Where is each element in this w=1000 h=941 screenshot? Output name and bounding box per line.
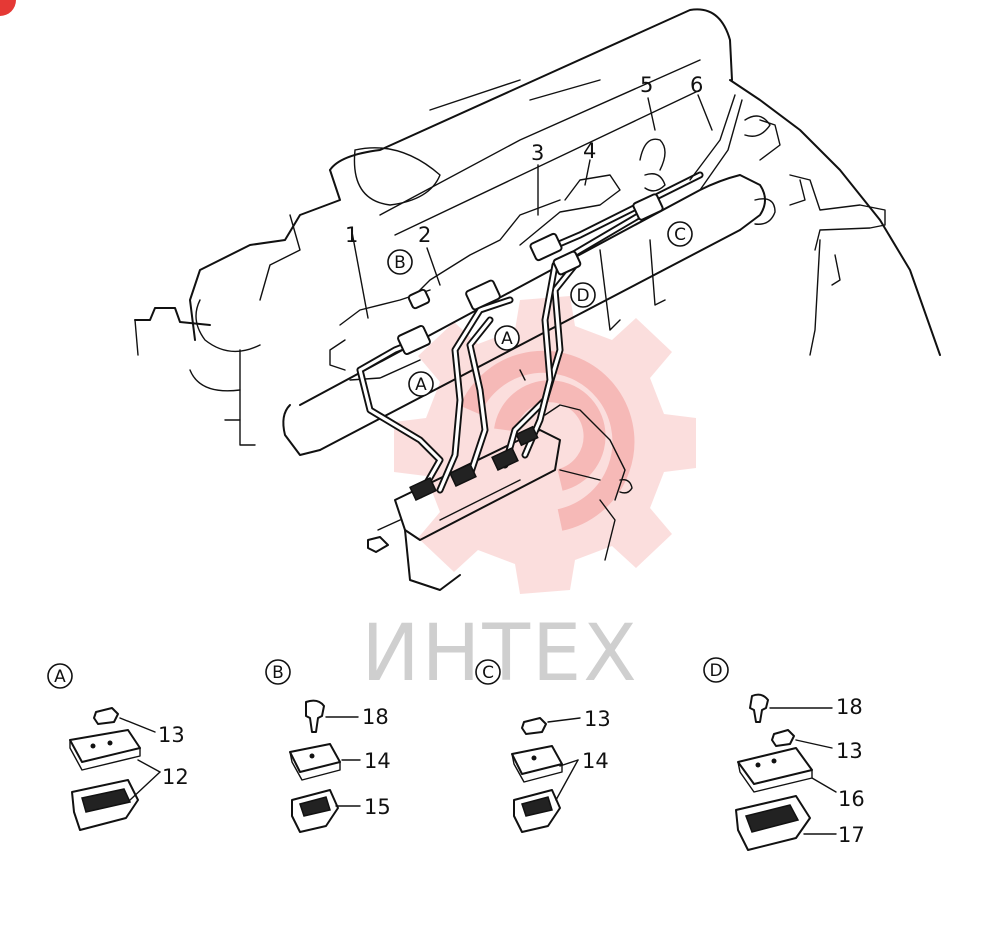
pipe-clamps bbox=[397, 193, 664, 501]
nut-13 bbox=[771, 729, 795, 747]
delivery-valve bbox=[449, 463, 477, 487]
detail-A: A 13 12 bbox=[47, 663, 189, 831]
delivery-valve bbox=[409, 477, 437, 501]
location-marker-A1: A bbox=[408, 371, 434, 397]
nut-13 bbox=[521, 717, 547, 735]
svg-text:B: B bbox=[394, 253, 406, 273]
callout-2: 2 bbox=[418, 223, 431, 247]
clamp bbox=[397, 325, 431, 355]
location-marker-D: D bbox=[570, 282, 596, 308]
callout-3: 3 bbox=[531, 141, 544, 165]
detail-B-part-18: 18 bbox=[362, 705, 389, 729]
detail-C-part-14: 14 bbox=[582, 749, 609, 773]
detail-B-letter: B bbox=[272, 663, 284, 683]
detail-D-part-16: 16 bbox=[838, 787, 865, 811]
svg-text:A: A bbox=[415, 375, 427, 395]
clamp bbox=[632, 193, 664, 221]
clamp bbox=[552, 250, 582, 276]
callout-6: 6 bbox=[690, 73, 703, 97]
callout-leaders bbox=[351, 94, 713, 319]
detail-D-part-17: 17 bbox=[838, 823, 865, 847]
detail-B: B 18 14 15 bbox=[265, 659, 391, 833]
clamp-upper-12 bbox=[69, 729, 141, 763]
detail-D-part-13: 13 bbox=[836, 739, 863, 763]
corner-badge bbox=[0, 0, 16, 16]
bolt-18 bbox=[305, 699, 325, 733]
callout-5: 5 bbox=[640, 73, 653, 97]
location-marker-B: B bbox=[387, 249, 413, 275]
detail-D-part-18: 18 bbox=[836, 695, 863, 719]
nut-13 bbox=[93, 707, 119, 725]
engine-drawing bbox=[134, 8, 941, 591]
location-marker-C: C bbox=[667, 221, 693, 247]
detail-D-letter: D bbox=[709, 661, 722, 681]
clamp bbox=[407, 288, 431, 310]
callout-1: 1 bbox=[345, 223, 358, 247]
svg-text:A: A bbox=[501, 329, 513, 349]
detail-C: C 13 14 bbox=[475, 659, 611, 833]
clamp-upper-14 bbox=[511, 745, 563, 775]
watermark-logo bbox=[394, 296, 696, 594]
detail-A-part-13: 13 bbox=[158, 723, 185, 747]
detail-A-part-12: 12 bbox=[162, 765, 189, 789]
svg-text:D: D bbox=[576, 286, 589, 306]
delivery-valve bbox=[515, 425, 539, 447]
svg-text:C: C bbox=[674, 225, 686, 245]
callout-4: 4 bbox=[583, 139, 596, 163]
detail-C-part-13: 13 bbox=[584, 707, 611, 731]
bolt-18 bbox=[749, 693, 769, 723]
detail-A-letter: A bbox=[54, 667, 66, 687]
detail-C-letter: C bbox=[482, 663, 494, 683]
watermark-swirl bbox=[459, 350, 635, 531]
location-marker-A2: A bbox=[494, 325, 520, 351]
delivery-valve bbox=[491, 447, 519, 471]
watermark-text: ИНТЕХ bbox=[361, 609, 638, 699]
clamp bbox=[529, 232, 563, 262]
clamp bbox=[465, 279, 501, 311]
detail-B-part-15: 15 bbox=[364, 795, 391, 819]
detail-D: D 18 13 16 17 bbox=[703, 657, 865, 851]
clamp-upper-16 bbox=[737, 747, 813, 785]
clamp-upper-14 bbox=[289, 743, 341, 773]
detail-B-part-14: 14 bbox=[364, 749, 391, 773]
